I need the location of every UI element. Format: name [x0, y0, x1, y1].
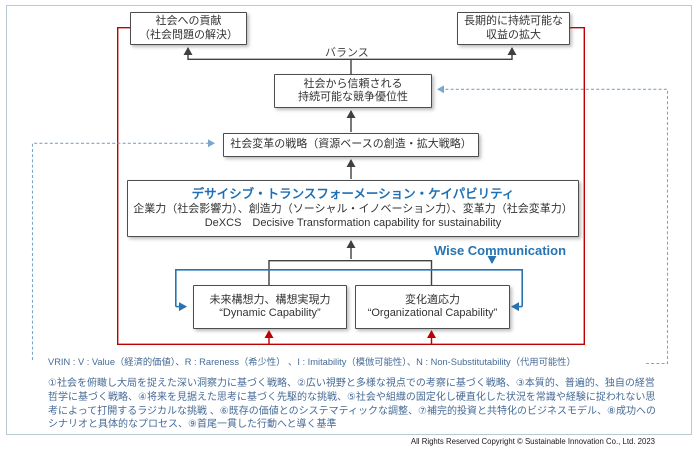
dynamic-capability-line1: 未来構想力、構想実現力	[209, 293, 331, 306]
dexcs-title: デサイシブ・トランスフォーメーション・ケイパビリティ	[191, 186, 515, 201]
balance-label: バランス	[325, 47, 369, 59]
transformation-strategy-label: 社会変革の戦略（資源ベースの創造・拡大戦略）	[230, 138, 472, 151]
vrin-legend: VRIN : V : Value（経済的価値）、R : Rareness（希少性…	[48, 357, 576, 367]
social-contribution-box: 社会への貢献 （社会問題の解決）	[130, 12, 247, 45]
trusted-advantage-box: 社会から信頼される 持続可能な競争優位性	[274, 74, 432, 108]
copyright-text: All Rights Reserved Copyright © Sustaina…	[410, 437, 655, 446]
dexcs-capability-box: デサイシブ・トランスフォーメーション・ケイパビリティ 企業力（社会影響力）、創造…	[127, 180, 579, 237]
vrin-to-trust-dashed-arrow	[437, 85, 669, 365]
transformation-strategy-box: 社会変革の戦略（資源ベースの創造・拡大戦略）	[223, 133, 479, 157]
vrin-to-strategy-dashed-arrow	[31, 139, 215, 360]
dexcs-line3: DeXCS Decisive Transformation capability…	[204, 216, 502, 229]
organizational-capability-box: 変化適応力 “Organizational Capability”	[355, 285, 510, 329]
social-contribution-line1: 社会への貢献	[155, 15, 222, 28]
profit-expansion-line1: 長期的に持続可能な	[464, 15, 563, 28]
organizational-capability-line1: 変化適応力	[405, 293, 460, 306]
dynamic-capability-box: 未来構想力、構想実現力 “Dynamic Capability”	[193, 285, 347, 329]
blue-capability-rail	[175, 269, 523, 307]
numbered-notes-line2: 哲学に基づく戦略、④将来を見据えた思考に基づく先駆的な挑戦、⑤社会や組織の固定化…	[48, 391, 656, 403]
red-feedback-loop	[117, 27, 585, 345]
trusted-advantage-line2: 持続可能な競争優位性	[298, 91, 408, 103]
numbered-notes-line3: 考によって打開するラジカルな挑戦 、⑥既存の価値とのシステマティックな調整、⑦補…	[48, 405, 656, 417]
wise-communication-label: Wise Communication	[433, 243, 567, 258]
profit-expansion-line2: 収益の拡大	[486, 28, 541, 41]
capabilities-top-connector	[268, 260, 433, 285]
numbered-notes-line1: ①社会を俯瞰し大局を捉えた深い洞察力に基づく戦略、②広い視野と多様な視点での考察…	[48, 378, 655, 389]
numbered-notes: ①社会を俯瞰し大局を捉えた深い洞察力に基づく戦略、②広い視野と多様な視点での考察…	[48, 377, 660, 432]
trusted-advantage-line1: 社会から信頼される	[303, 77, 403, 90]
frame-border	[6, 5, 692, 435]
organizational-capability-line2: “Organizational Capability”	[367, 307, 498, 319]
dexcs-line2: 企業力（社会影響力）、創造力（ソーシャル・イノベーション力）、変革力（社会変革力…	[133, 203, 573, 216]
social-contribution-line2: （社会問題の解決）	[139, 28, 238, 41]
profit-expansion-box: 長期的に持続可能な 収益の拡大	[457, 12, 570, 45]
numbered-notes-line4: シナリオと具体的なプロセス、⑨首尾一貫した行動へと導く基準	[48, 419, 337, 431]
dynamic-capability-line2: “Dynamic Capability”	[219, 307, 321, 319]
